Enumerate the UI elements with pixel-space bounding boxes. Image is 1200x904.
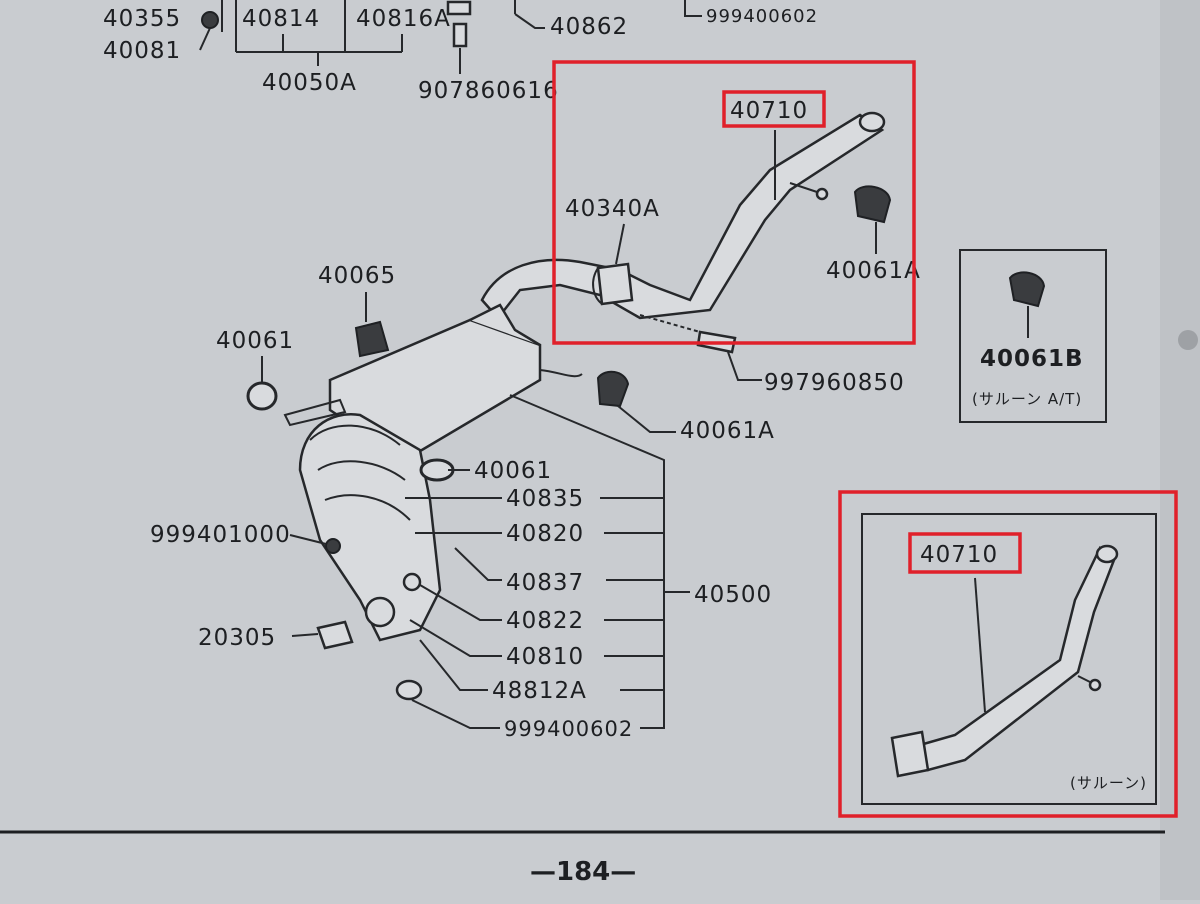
hanger-40065-icon [354,320,390,358]
label-40837: 40837 [506,570,584,596]
hanger-40061A-icon [596,370,630,408]
label-40061: 40061 [474,458,552,484]
label-40814: 40814 [242,6,320,32]
hanger-knob [815,187,829,201]
leader-40710-b [974,577,986,713]
label-40820: 40820 [506,521,584,547]
label-999401000: 999401000 [150,522,291,548]
clamp-band [592,267,603,305]
label-40500: 40500 [694,582,772,608]
label-40862: 40862 [550,14,628,40]
leader-40810 [409,619,502,657]
gasket-48812A-icon [395,679,423,701]
leader-48812A [419,639,488,691]
bolt-907860616-icon [452,22,468,48]
label-40822: 40822 [506,608,584,634]
leader-40862-b [514,13,545,29]
label-997960850: 997960850 [764,370,905,396]
bracket-part [446,0,472,16]
hanger-rod [789,182,821,194]
pipe-end [858,111,886,133]
label-40065: 40065 [318,263,396,289]
note-saloon: (サルーン) [1070,774,1147,792]
label-40061A-a: 40061A [826,258,921,284]
leader-40340A [615,223,625,265]
label-40061-a: 40061 [216,328,294,354]
exhaust-pipe-saloon [918,545,1116,772]
flange-saloon [890,730,930,778]
label-40816A: 40816A [356,6,451,32]
pipe-end-saloon [1095,544,1119,564]
leader-40081 [199,27,211,51]
leader-999401000 [289,534,327,545]
manifold-tube-1 [309,424,401,446]
label-40810: 40810 [506,644,584,670]
leader-999400602 [411,699,500,729]
highlight-40710-top [722,90,826,128]
label-20305: 20305 [198,625,276,651]
highlight-box-top [552,60,916,345]
leader-20305 [291,633,319,637]
muffler-hook [539,369,583,378]
label-999400602-top: 999400602 [706,6,818,27]
leader-40061A-b [617,405,676,433]
gasket-20305-icon [316,620,354,650]
leader-999400602-top [684,0,702,17]
note-saloon-at: (サルーン A/T) [972,390,1082,408]
nut-999401000-icon [325,538,341,554]
label-40081: 40081 [103,38,181,64]
hanger-40061B-icon [1008,271,1046,308]
label-40340A: 40340A [565,196,660,222]
bolt-axis [639,314,701,333]
leader-40837 [454,547,502,581]
label-40355: 40355 [103,6,181,32]
label-40050A: 40050A [262,70,357,96]
label-40710-a: 40710 [730,98,808,124]
label-40835: 40835 [506,486,584,512]
nut-40355-icon [201,11,219,29]
page-number: —184— [530,857,636,887]
label-40061A-b: 40061A [680,418,775,444]
manifold-tube-2 [317,460,406,481]
page-edge [1160,0,1200,900]
highlight-box-bottom [838,490,1178,818]
label-999400602: 999400602 [504,717,633,741]
bracket-40500 [509,394,665,729]
heat-shield-tab [283,398,347,427]
label-48812A: 48812A [492,678,587,704]
flange-hole [364,596,396,628]
clamp-40340A [596,262,634,306]
inset-40061B [959,249,1107,423]
label-907860616: 907860616 [418,78,559,104]
gasket-40061-icon [246,381,278,411]
manifold-tube-3 [324,494,411,521]
inset-saloon [861,513,1157,805]
label-40061B: 40061B [980,346,1084,372]
label-40710-b: 40710 [920,542,998,568]
leader-40822 [419,584,502,621]
highlight-40710-bottom [908,532,1022,574]
hanger-40061A-top-icon [853,185,892,224]
sensor-boss [402,572,422,592]
exhaust-pipe-40710 [480,113,885,320]
hanger-knob-saloon [1088,678,1102,692]
leader-997960850 [727,351,762,381]
binder-hole [1178,330,1198,350]
muffler-top [469,303,541,347]
